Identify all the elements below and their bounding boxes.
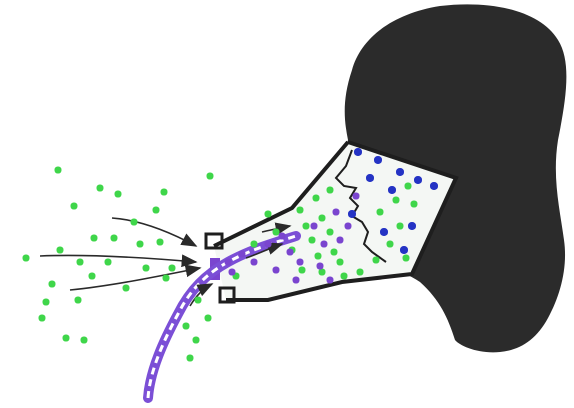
- inhalation-arrow: [70, 268, 200, 290]
- green-particle: [75, 297, 82, 304]
- blue-particle: [408, 222, 416, 230]
- green-particle: [315, 253, 322, 260]
- green-particle: [331, 249, 338, 256]
- green-particle: [91, 235, 98, 242]
- purple-particle: [353, 193, 360, 200]
- blue-particle: [414, 176, 422, 184]
- green-particle: [207, 173, 214, 180]
- purple-particle: [251, 259, 258, 266]
- green-particle: [143, 265, 150, 272]
- green-particle: [153, 207, 160, 214]
- green-particle: [297, 207, 304, 214]
- purple-particle: [229, 269, 236, 276]
- green-particle: [387, 241, 394, 248]
- blue-particle: [380, 228, 388, 236]
- blue-particle: [396, 168, 404, 176]
- green-particle: [23, 255, 30, 262]
- green-particle: [265, 211, 272, 218]
- green-particle: [57, 247, 64, 254]
- green-particle: [397, 223, 404, 230]
- green-particle: [373, 257, 380, 264]
- green-particle: [309, 237, 316, 244]
- green-particle: [273, 229, 280, 236]
- green-particle: [105, 259, 112, 266]
- green-particle: [403, 255, 410, 262]
- green-particle: [89, 273, 96, 280]
- blue-particle: [430, 182, 438, 190]
- green-particle: [303, 223, 310, 230]
- blue-particle: [366, 174, 374, 182]
- blue-particle: [388, 186, 396, 194]
- green-particle: [97, 185, 104, 192]
- green-particle: [161, 189, 168, 196]
- green-particle: [63, 335, 70, 342]
- purple-particle: [273, 267, 280, 274]
- green-particle: [187, 355, 194, 362]
- green-particle: [43, 299, 50, 306]
- green-particle: [357, 269, 364, 276]
- blue-particle: [354, 148, 362, 156]
- green-particle: [377, 209, 384, 216]
- green-particle: [327, 229, 334, 236]
- green-particle: [205, 315, 212, 322]
- green-particle: [341, 273, 348, 280]
- purple-particle: [279, 233, 286, 240]
- purple-particle: [317, 263, 324, 270]
- green-particle: [131, 219, 138, 226]
- green-particle: [157, 239, 164, 246]
- green-particle: [169, 265, 176, 272]
- purple-particle: [239, 251, 246, 258]
- green-particle: [299, 267, 306, 274]
- purple-particle: [287, 249, 294, 256]
- green-particle: [39, 315, 46, 322]
- purple-particle: [321, 241, 328, 248]
- green-particle: [71, 203, 78, 210]
- green-particle: [195, 297, 202, 304]
- inhalation-arrow: [40, 255, 196, 262]
- green-particle: [137, 241, 144, 248]
- blue-particle: [374, 156, 382, 164]
- green-particle: [319, 269, 326, 276]
- green-particle: [319, 215, 326, 222]
- green-particle: [183, 323, 190, 330]
- green-particle: [327, 187, 334, 194]
- green-particle: [337, 259, 344, 266]
- green-particle: [77, 259, 84, 266]
- green-particle: [313, 195, 320, 202]
- green-particle: [411, 201, 418, 208]
- purple-particle: [327, 277, 334, 284]
- purple-particle: [293, 277, 300, 284]
- green-particle: [115, 191, 122, 198]
- purple-particle: [311, 223, 318, 230]
- inhalation-arrow: [112, 218, 196, 246]
- green-particle: [405, 183, 412, 190]
- green-particle: [111, 235, 118, 242]
- purple-particle: [265, 241, 272, 248]
- green-particle: [393, 197, 400, 204]
- green-particle: [163, 275, 170, 282]
- purple-particle: [225, 259, 232, 266]
- green-particle: [123, 285, 130, 292]
- green-particle: [55, 167, 62, 174]
- green-particle: [81, 337, 88, 344]
- purple-particle: [337, 237, 344, 244]
- purple-particle: [345, 223, 352, 230]
- green-particle: [49, 281, 56, 288]
- green-particle: [251, 241, 258, 248]
- blue-particle: [348, 210, 356, 218]
- green-particle: [193, 337, 200, 344]
- purple-particle: [297, 259, 304, 266]
- purple-particle: [333, 209, 340, 216]
- blue-particle: [400, 246, 408, 254]
